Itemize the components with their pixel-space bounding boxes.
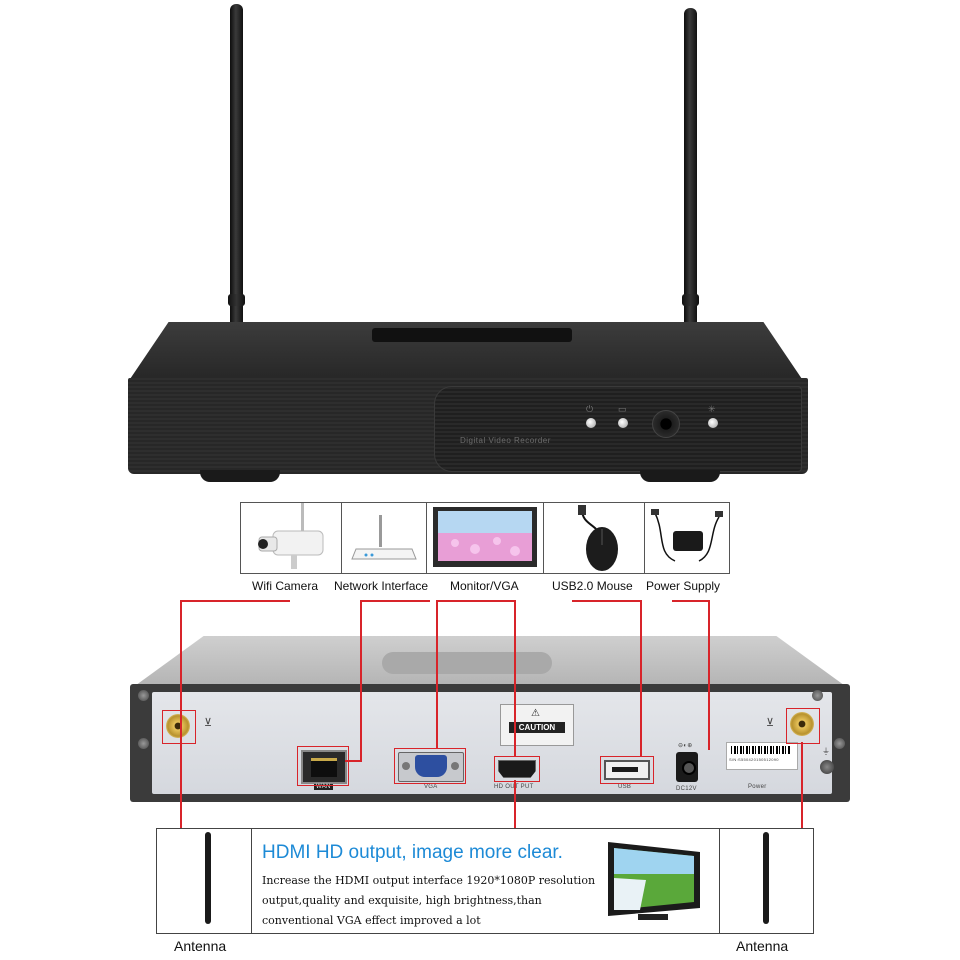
strip-divider	[719, 829, 720, 933]
line-network-h2	[345, 760, 362, 762]
right-antenna-connector	[790, 712, 814, 736]
screw-icon	[138, 690, 149, 701]
highlight-left-antenna	[162, 710, 196, 744]
wan-port	[301, 750, 347, 784]
mouse-icon	[578, 505, 618, 571]
right-antenna	[682, 8, 699, 334]
highlight-usb	[600, 756, 654, 784]
ground-icon: ⏚	[822, 747, 831, 756]
power-icon: ⏻	[586, 404, 594, 414]
line-left-antenna-h	[180, 600, 290, 602]
caution-label: CAUTION	[509, 722, 565, 733]
caution-sticker: ⚠ CAUTION	[500, 704, 574, 746]
wifi-camera-tile	[240, 502, 342, 574]
vga-port	[398, 752, 464, 782]
warning-icon: ⚠	[531, 708, 540, 719]
line-hdmi-down	[514, 780, 516, 828]
usb-mouse-tile	[543, 502, 645, 574]
screw-icon	[812, 690, 823, 701]
antenna-symbol-icon: ⊻	[204, 717, 213, 729]
serial-number: S/N:S550420150512090	[729, 757, 779, 762]
line-power-h	[672, 600, 710, 602]
info-strip	[156, 828, 814, 934]
hdmi-port	[498, 760, 536, 778]
hdd-led	[618, 418, 628, 428]
screw-icon	[834, 738, 845, 749]
line-monitor-h	[436, 600, 516, 602]
info-body-line-2: output,quality and exquisite, high brigh…	[262, 894, 542, 907]
info-headline: HDMI HD output, image more clear.	[262, 842, 563, 863]
ir-receiver	[652, 410, 680, 438]
line-power	[708, 600, 710, 750]
left-foot	[200, 470, 280, 482]
router-icon	[351, 515, 417, 560]
screw-icon	[138, 738, 149, 749]
dc-polarity-icon: ⊖◐⊕	[678, 743, 693, 749]
monitor-vga-label: Monitor/VGA	[450, 579, 519, 593]
serial-sticker: S/N:S550420150512090	[726, 742, 798, 770]
line-left-antenna-down	[180, 742, 182, 828]
line-network	[360, 600, 362, 760]
hdd-icon: ▭	[618, 404, 627, 414]
power-supply-tile	[644, 502, 730, 574]
line-monitor	[436, 600, 438, 748]
left-antenna	[228, 4, 245, 334]
nvr-front-panel	[434, 386, 802, 472]
vga-label: VGA	[424, 784, 438, 790]
right-foot	[640, 470, 720, 482]
line-mouse-h	[572, 600, 642, 602]
power-adapter-icon	[651, 509, 723, 562]
dc-power-jack	[676, 752, 698, 782]
antenna-symbol-icon: ⊻	[766, 717, 775, 729]
highlight-vga	[394, 748, 466, 784]
left-antenna-connector	[166, 714, 190, 738]
wifi-camera-icon	[258, 503, 324, 569]
wan-label: WAN	[314, 784, 333, 790]
hdmi-label: HD OUT PUT	[494, 784, 534, 790]
network-interface-tile	[341, 502, 427, 574]
line-right-antenna	[801, 742, 803, 828]
usb-label: USB	[618, 784, 632, 790]
power-led	[586, 418, 596, 428]
line-hdmi	[514, 600, 516, 756]
power-supply-label: Power Supply	[646, 579, 721, 593]
network-interface-label: Network Interface	[334, 579, 429, 593]
tv-icon	[608, 842, 700, 920]
ground-terminal	[820, 760, 834, 774]
antenna-right-label: Antenna	[736, 938, 789, 954]
front-panel-label: Digital Video Recorder	[460, 436, 551, 445]
info-body-line-1: Increase the HDMI output interface 1920*…	[262, 874, 596, 887]
wifi-camera-label: Wifi Camera	[252, 579, 319, 593]
usb-port	[604, 760, 650, 780]
monitor-icon	[433, 507, 537, 567]
highlight-wan	[297, 746, 349, 786]
highlight-hdmi	[494, 756, 540, 782]
dc-label: DC12V	[676, 786, 697, 792]
line-left-antenna	[180, 600, 182, 828]
left-antenna-icon	[205, 832, 211, 924]
usb-mouse-label: USB2.0 Mouse	[552, 579, 633, 593]
line-mouse	[640, 600, 642, 756]
nvr-rear-plate	[152, 692, 832, 794]
nvr-rear-top-dip	[382, 652, 552, 674]
power-label: Power	[748, 784, 767, 790]
network-icon: ✳	[708, 404, 716, 414]
info-body-line-3: conventional VGA effect improved a lot	[262, 914, 481, 927]
line-network-h	[360, 600, 430, 602]
nvr-top-vent	[372, 328, 572, 342]
highlight-right-antenna	[786, 708, 820, 744]
monitor-tile	[426, 502, 544, 574]
right-antenna-icon	[763, 832, 769, 924]
antenna-left-label: Antenna	[174, 938, 227, 954]
strip-divider	[251, 829, 252, 933]
network-led	[708, 418, 718, 428]
